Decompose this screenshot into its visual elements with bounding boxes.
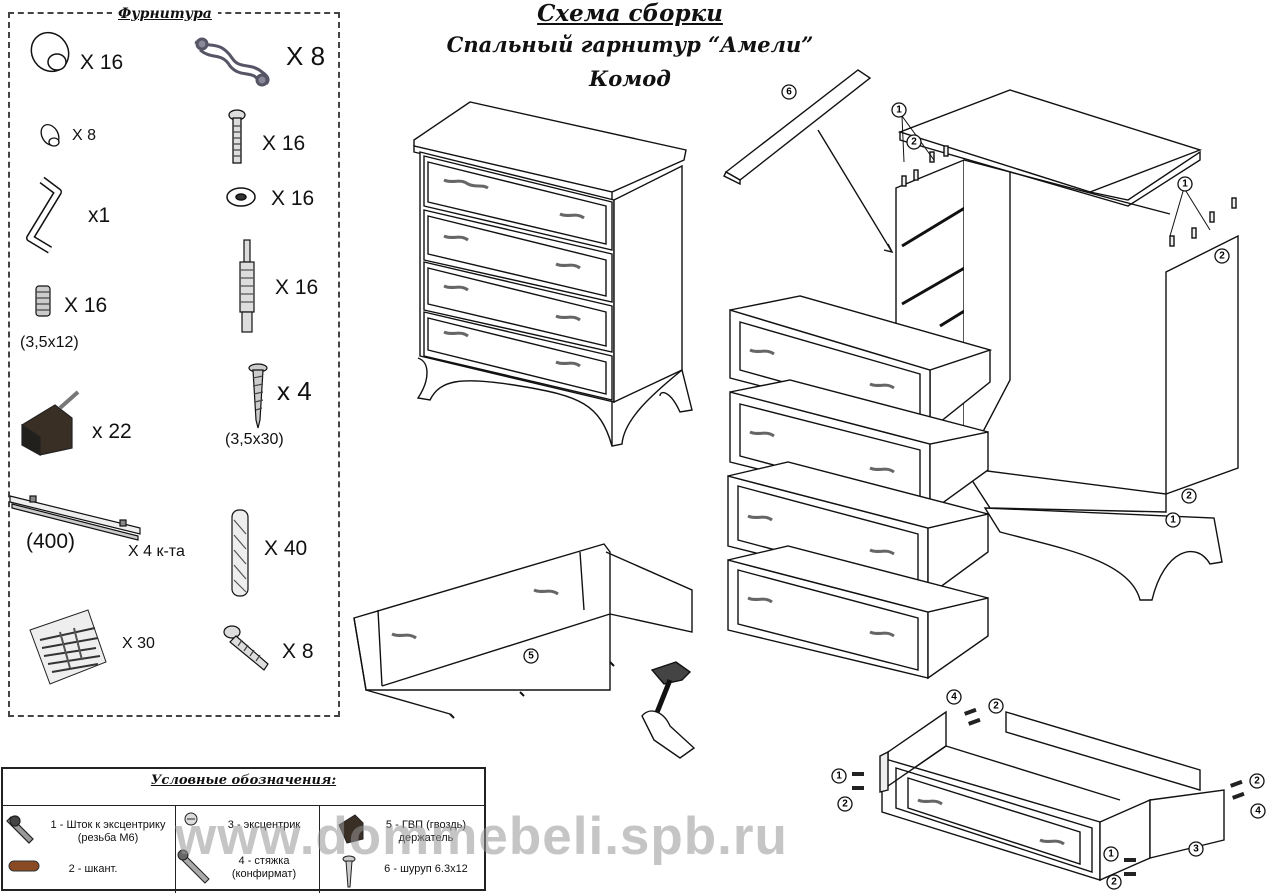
svg-text:1: 1 — [1182, 179, 1188, 190]
callout-1: 1 — [831, 768, 847, 784]
svg-text:2: 2 — [1219, 251, 1225, 262]
dowel-qty: X 40 — [264, 537, 308, 560]
legend-item-6: 6 - шуруп 6.3х12 — [384, 863, 468, 875]
hardware-icons — [9, 31, 270, 685]
handle-icon — [194, 37, 270, 87]
callout-2: 2 — [988, 698, 1004, 714]
callout-6: 6 — [781, 84, 797, 100]
small-cap-qty: X 8 — [72, 127, 97, 144]
wood-screw-size: (3,5x30) — [225, 431, 284, 448]
nail-bag-icon — [29, 609, 107, 685]
dowel-icon — [231, 509, 249, 597]
legend-box: Условные обозначения: 1 - Шток к эксцент… — [1, 767, 486, 893]
eccentric-screw-size: (3,5x12) — [20, 334, 79, 351]
legend-icons — [6, 812, 364, 888]
drawer-3 — [727, 461, 989, 598]
bracket-small-icon — [338, 814, 364, 844]
svg-text:2: 2 — [1254, 776, 1260, 787]
callout-3: 3 — [1188, 841, 1204, 857]
callout-2: 2 — [837, 796, 853, 812]
legend-item-2: 2 - шкант. — [68, 863, 118, 875]
svg-text:2: 2 — [842, 799, 848, 810]
washer-qty: X 16 — [271, 187, 315, 210]
bracket-icon — [21, 390, 80, 457]
callout-4: 4 — [1250, 803, 1266, 819]
drawer-slide-length: (400) — [26, 530, 76, 553]
svg-text:4: 4 — [1255, 806, 1261, 817]
svg-text:3: 3 — [1193, 844, 1199, 855]
chest-drawer-fronts — [423, 155, 613, 401]
screw-small-icon — [342, 855, 356, 888]
product-name: Комод — [589, 66, 671, 91]
legend-item-1: 1 - Шток к эксцентрику (резьба М6) — [50, 819, 166, 844]
svg-text:1: 1 — [836, 771, 842, 782]
drawer-4 — [727, 545, 989, 680]
nail-bag-qty: X 30 — [122, 635, 155, 652]
callout-1: 1 — [891, 102, 907, 118]
eccentric-rod-qty: X 16 — [275, 276, 319, 299]
callout-1: 1 — [1177, 176, 1193, 192]
drawer-slide-qty: X 4 к-та — [128, 543, 185, 560]
drawer-2 — [729, 379, 989, 514]
bolt-qty: X 16 — [262, 132, 306, 155]
eccentric-screw-qty: X 16 — [64, 294, 108, 317]
knob-icon — [30, 31, 70, 73]
callout-2: 2 — [906, 134, 922, 150]
confirmat-small-icon — [177, 849, 210, 884]
wood-screw-icon — [248, 363, 268, 429]
callout-5: 5 — [523, 648, 539, 664]
confirmat-icon — [223, 625, 269, 671]
drawer-slide-icon — [9, 495, 141, 541]
svg-text:1: 1 — [1108, 849, 1114, 860]
legend-item-3: 3 - эксцентрик — [227, 819, 301, 831]
bracket-qty: x 22 — [92, 420, 132, 443]
hardware-heading: Фурнитура — [112, 6, 218, 22]
callout-1: 1 — [1165, 512, 1181, 528]
eccentric-rod-icon — [239, 239, 255, 333]
diagram-title: Схема сборки — [537, 0, 723, 27]
hammer-icon — [641, 661, 696, 759]
handle-qty: X 8 — [286, 41, 326, 71]
bolt-icon — [228, 109, 246, 164]
eccentric-icon — [184, 812, 198, 826]
washer-icon — [226, 187, 256, 207]
callout-2: 2 — [1181, 488, 1197, 504]
watermark: www.dommebeli.spb.ru — [175, 807, 788, 866]
svg-text:2: 2 — [1186, 491, 1192, 502]
legend-item-4: 4 - стяжка (конфирмат) — [231, 855, 297, 880]
svg-text:1: 1 — [896, 105, 902, 116]
svg-text:2: 2 — [911, 137, 917, 148]
legend-item-5: 5 - ГВП (гвоздь) держатель — [385, 819, 467, 844]
rod-icon — [6, 815, 34, 844]
svg-text:6: 6 — [786, 87, 792, 98]
drawer-1 — [729, 295, 993, 432]
small-cap-icon — [40, 124, 60, 147]
svg-text:4: 4 — [951, 692, 957, 703]
svg-text:5: 5 — [528, 651, 534, 662]
callout-2: 2 — [1106, 874, 1122, 890]
dowel-small-icon — [8, 860, 40, 872]
callout-1: 1 — [1103, 846, 1119, 862]
callout-2: 2 — [1249, 773, 1265, 789]
legend-heading: Условные обозначения: — [150, 773, 337, 788]
wood-screw-qty: x 4 — [277, 376, 312, 406]
callout-4: 4 — [946, 689, 962, 705]
allen-key-qty: x1 — [88, 204, 111, 227]
svg-text:2: 2 — [1111, 877, 1117, 888]
svg-text:1: 1 — [1170, 515, 1176, 526]
eccentric-screw-icon — [35, 285, 51, 317]
svg-text:2: 2 — [993, 701, 999, 712]
product-set-name: Спальный гарнитур “Амели” — [446, 32, 814, 57]
callout-2: 2 — [1214, 248, 1230, 264]
confirmat-qty: X 8 — [282, 640, 314, 663]
knob-qty: X 16 — [80, 51, 124, 74]
